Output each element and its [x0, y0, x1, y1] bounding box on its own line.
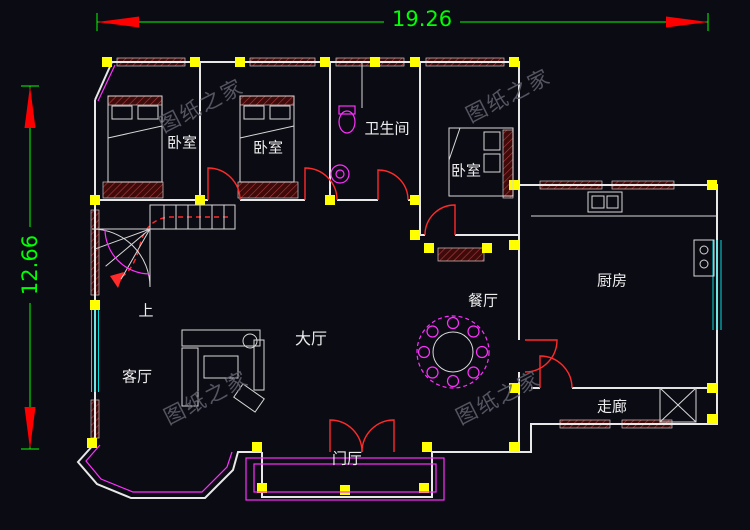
stair-guide-line [119, 216, 228, 279]
tv-cabinet [253, 339, 265, 391]
stairs-up-label: 上 [138, 301, 154, 320]
fixtures [85, 64, 490, 501]
plant [242, 333, 258, 349]
furniture [107, 62, 717, 423]
kitchen-sink [587, 191, 623, 213]
bedroom1-door [207, 167, 241, 201]
door-swings [110, 167, 573, 453]
dimension-arrow-left-icon [97, 16, 139, 28]
shaft-box [659, 387, 697, 423]
dimension-top-value: 19.26 [384, 7, 461, 31]
kitchen-door [524, 339, 558, 373]
bed2 [239, 95, 295, 183]
sofa [181, 329, 261, 347]
entry-steps [245, 457, 445, 501]
coffee-table [203, 355, 239, 379]
dimension-arrow-down-icon [24, 407, 36, 449]
corridor-door [539, 355, 573, 389]
room-label-dining: 餐厅 [467, 291, 499, 310]
window-lines [91, 240, 722, 392]
stair-arrow-icon [110, 272, 124, 288]
room-label-living: 客厅 [121, 367, 153, 386]
bedroom3-door [424, 204, 456, 236]
room-label-bathroom: 卫生间 [364, 119, 410, 138]
dining-ring [416, 315, 490, 389]
room-label-corridor: 走廊 [596, 397, 628, 416]
staircase [91, 204, 236, 288]
dimension-left-value: 12.66 [18, 227, 42, 303]
bed3 [448, 127, 514, 197]
bay-window-inner [85, 444, 233, 493]
entry-door-right [361, 419, 395, 453]
entry-door-left [329, 419, 363, 453]
dimension-arrow-up-icon [24, 86, 36, 128]
bathroom-door [377, 169, 409, 201]
washbasin [330, 164, 350, 184]
room-label-bedroom1: 卧室 [166, 133, 198, 152]
bed1 [107, 95, 163, 183]
stair-curve [104, 228, 151, 275]
room-label-bedroom2: 卧室 [252, 138, 284, 157]
room-label-kitchen: 厨房 [596, 271, 628, 290]
room-label-bedroom3: 卧室 [450, 161, 482, 180]
toilet [338, 110, 356, 134]
room-label-hall: 大厅 [294, 329, 328, 348]
dimension-arrow-right-icon [666, 16, 708, 28]
bedroom2-door [304, 167, 338, 201]
dining-table [432, 331, 474, 373]
column-markers [87, 57, 717, 495]
armchair [233, 383, 265, 413]
stove [693, 239, 715, 277]
room-label-foyer: 门厅 [331, 449, 363, 468]
